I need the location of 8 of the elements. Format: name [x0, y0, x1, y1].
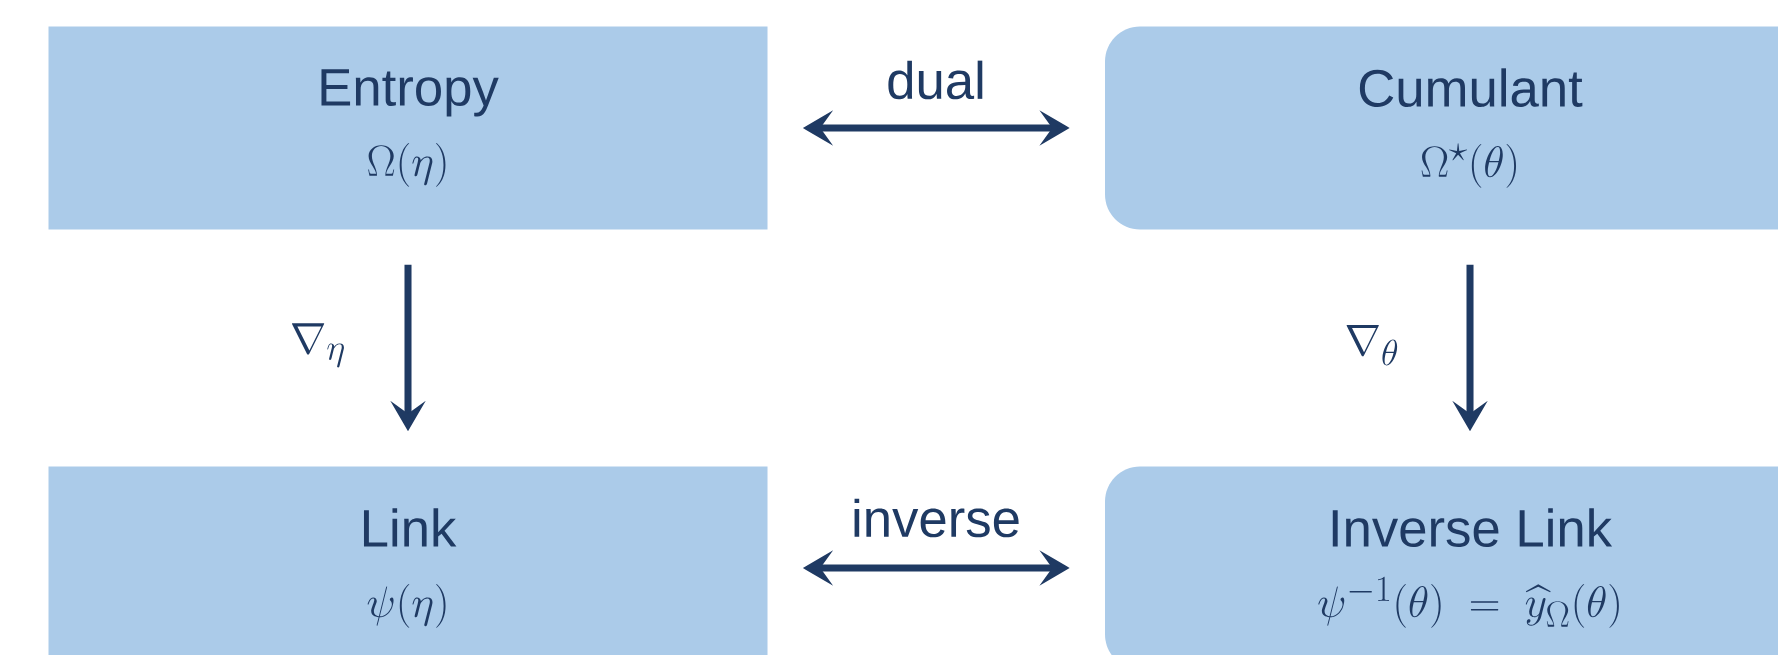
edge-label: $\nabla_\eta$ [286, 319, 350, 371]
edge-label: $\nabla_\theta$ [1341, 321, 1403, 369]
formula-box: Entropy $\Omega(\eta)$ [48, 26, 768, 230]
formula-box: Link $\psi(\eta)$ [48, 466, 768, 655]
edge-label: inverse [847, 495, 1025, 541]
formula-box: Cumulant $\Omega^\star(\theta)$ [1105, 26, 1778, 230]
formula-box: Inverse Link $\psi^{-1}(\theta) \;=\; \widehat{y}_\Omega(\theta)$ [1105, 466, 1778, 655]
edge-label: dual [882, 57, 990, 103]
